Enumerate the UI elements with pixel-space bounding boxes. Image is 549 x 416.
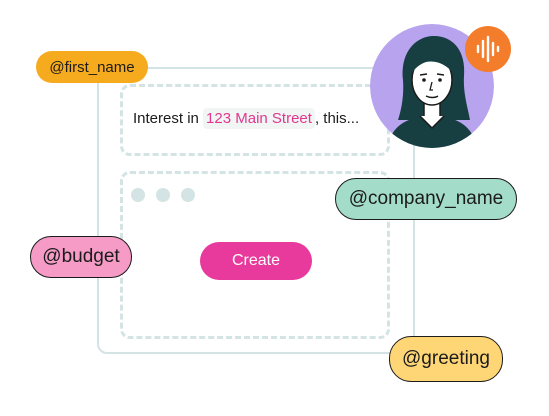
ellipsis-dots-icon	[131, 188, 195, 202]
sound-wave-icon[interactable]	[465, 26, 511, 72]
address-variable: 123 Main Street	[203, 108, 315, 129]
person-avatar	[370, 24, 494, 148]
message-suffix: , this...	[314, 110, 360, 127]
budget-tag[interactable]: @budget	[30, 236, 132, 278]
dot	[181, 188, 195, 202]
message-prefix: Interest in	[133, 110, 204, 127]
first-name-tag[interactable]: @first_name	[36, 51, 148, 83]
dot	[131, 188, 145, 202]
create-button[interactable]: Create	[200, 242, 312, 280]
message-preview-text: Interest in 123 Main Street, this...	[133, 106, 359, 132]
dot	[156, 188, 170, 202]
company-name-tag[interactable]: @company_name	[335, 178, 517, 220]
greeting-tag[interactable]: @greeting	[389, 336, 503, 382]
